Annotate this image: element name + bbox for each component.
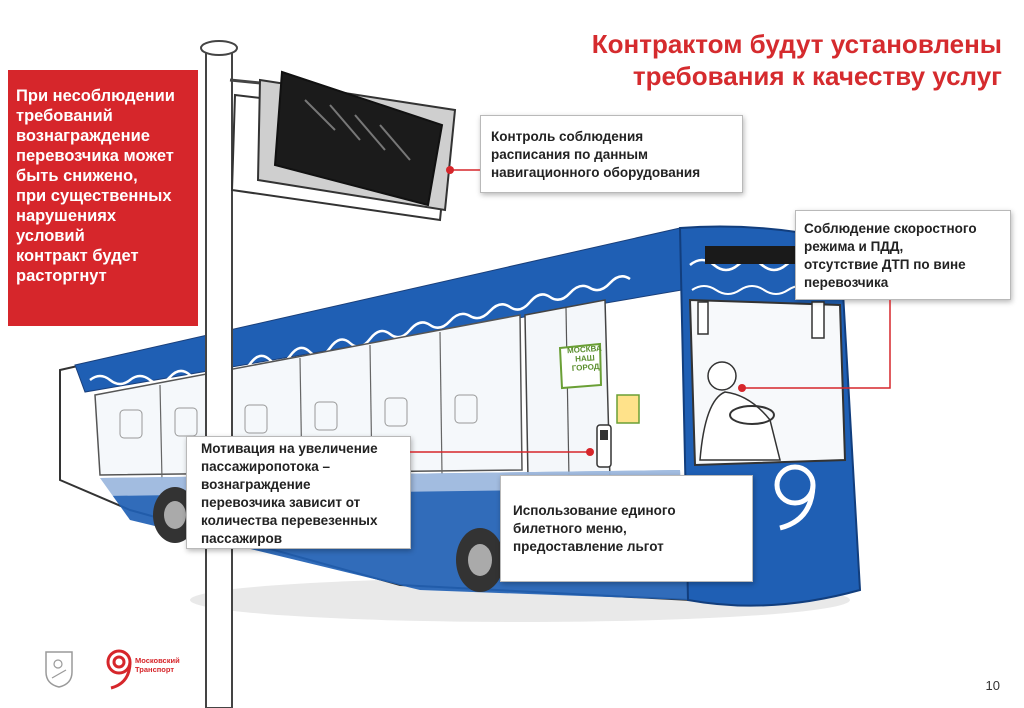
page-title-line: Контрактом будут установлены: [591, 29, 1002, 59]
moscow-coat-of-arms-icon: [45, 651, 73, 688]
page-title: Контрактом будут установлены требования …: [442, 28, 1002, 92]
bus-door-sign: МОСКВА НАШ ГОРОД: [566, 344, 604, 373]
warning-line: требований: [16, 107, 113, 125]
callout-line: количества перевезенных: [201, 513, 378, 528]
callout-line: отсутствие ДТП по вине: [804, 257, 966, 272]
callout-line: Мотивация на увеличение: [201, 441, 378, 456]
callout-line: пассажиров: [201, 531, 283, 546]
moscow-transport-logo-icon: [106, 649, 132, 690]
warning-line: При несоблюдении: [16, 87, 175, 105]
warning-line: условий: [16, 227, 85, 245]
callout-line: Использование единого: [513, 503, 676, 518]
callout-line: режима и ПДД,: [804, 239, 904, 254]
brand-line: Транспорт: [135, 665, 175, 674]
warning-line: расторгнут: [16, 267, 107, 285]
callout-line: вознаграждение: [201, 477, 311, 492]
warning-line: контракт будет: [16, 247, 139, 265]
callout-ticket-menu: Использование единого билетного меню, пр…: [500, 475, 753, 582]
penalty-warning-box: При несоблюдении требований вознагражден…: [8, 70, 198, 326]
page-title-line: требования к качеству услуг: [632, 61, 1002, 91]
callout-line: пассажиропотока –: [201, 459, 330, 474]
warning-line: перевозчика может: [16, 147, 174, 165]
callout-line: Соблюдение скоростного: [804, 221, 977, 236]
callout-line: предоставление льгот: [513, 539, 664, 554]
brand-line: Московский: [135, 656, 180, 665]
warning-line: нарушениях: [16, 207, 117, 225]
callout-line: билетного меню,: [513, 521, 627, 536]
callout-schedule-control: Контроль соблюдения расписания по данным…: [480, 115, 743, 193]
callout-speed-compliance: Соблюдение скоростного режима и ПДД, отс…: [795, 210, 1011, 300]
brand-name: Московский Транспорт: [135, 656, 180, 674]
callout-line: перевозчика: [804, 275, 889, 290]
callout-line: Контроль соблюдения: [491, 129, 644, 144]
callout-line: навигационного оборудования: [491, 165, 701, 180]
callout-passenger-motivation: Мотивация на увеличение пассажиропотока …: [186, 436, 411, 549]
warning-line: быть снижено,: [16, 167, 138, 185]
warning-line: при существенных: [16, 187, 172, 205]
callout-line: перевозчика зависит от: [201, 495, 361, 510]
warning-line: вознаграждение: [16, 127, 150, 145]
callout-line: расписания по данным: [491, 147, 649, 162]
page-number: 10: [985, 678, 1000, 693]
